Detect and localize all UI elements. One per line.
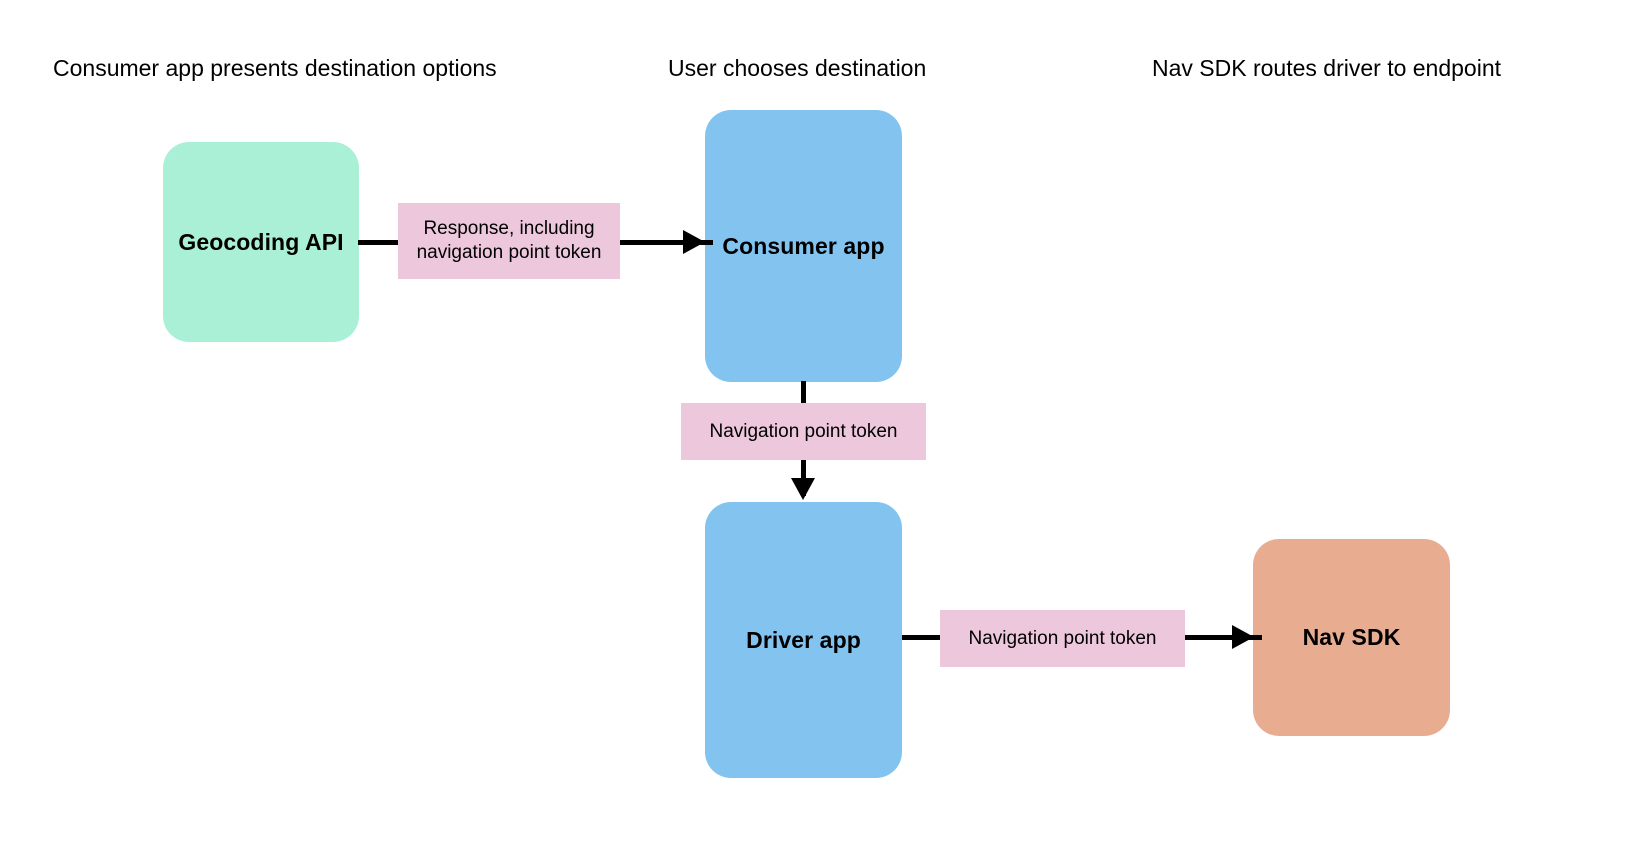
arrowhead-driver-to-navsdk: [1232, 625, 1254, 649]
edge-label-consumer-to-driver-text: Navigation point token: [709, 420, 898, 442]
node-driver-app[interactable]: Driver app: [705, 502, 902, 778]
node-geocoding-api[interactable]: Geocoding API: [163, 142, 359, 342]
edge-label-driver-to-navsdk: Navigation point token: [940, 610, 1185, 667]
arrowhead-consumer-to-driver: [791, 478, 815, 500]
node-consumer-app[interactable]: Consumer app: [705, 110, 902, 382]
column-header-consumer-app-presents: Consumer app presents destination option…: [53, 55, 497, 81]
node-nav-sdk[interactable]: Nav SDK: [1253, 539, 1450, 736]
node-geocoding-api-label: Geocoding API: [178, 228, 344, 255]
edge-label-geocoding-to-consumer: Response, including navigation point tok…: [398, 203, 620, 279]
node-nav-sdk-label: Nav SDK: [1302, 624, 1401, 650]
node-consumer-app-label: Consumer app: [722, 232, 885, 259]
node-driver-app-label: Driver app: [746, 626, 861, 653]
edge-label-consumer-to-driver: Navigation point token: [681, 403, 926, 460]
edge-label-driver-to-navsdk-text: Navigation point token: [968, 627, 1157, 649]
edge-label-geocoding-to-consumer-text: Response, including navigation point tok…: [416, 218, 602, 263]
column-header-nav-sdk-routes: Nav SDK routes driver to endpoint: [1152, 55, 1502, 81]
column-header-user-chooses: User chooses destination: [668, 55, 927, 81]
arrowhead-geocoding-to-consumer: [683, 230, 705, 254]
